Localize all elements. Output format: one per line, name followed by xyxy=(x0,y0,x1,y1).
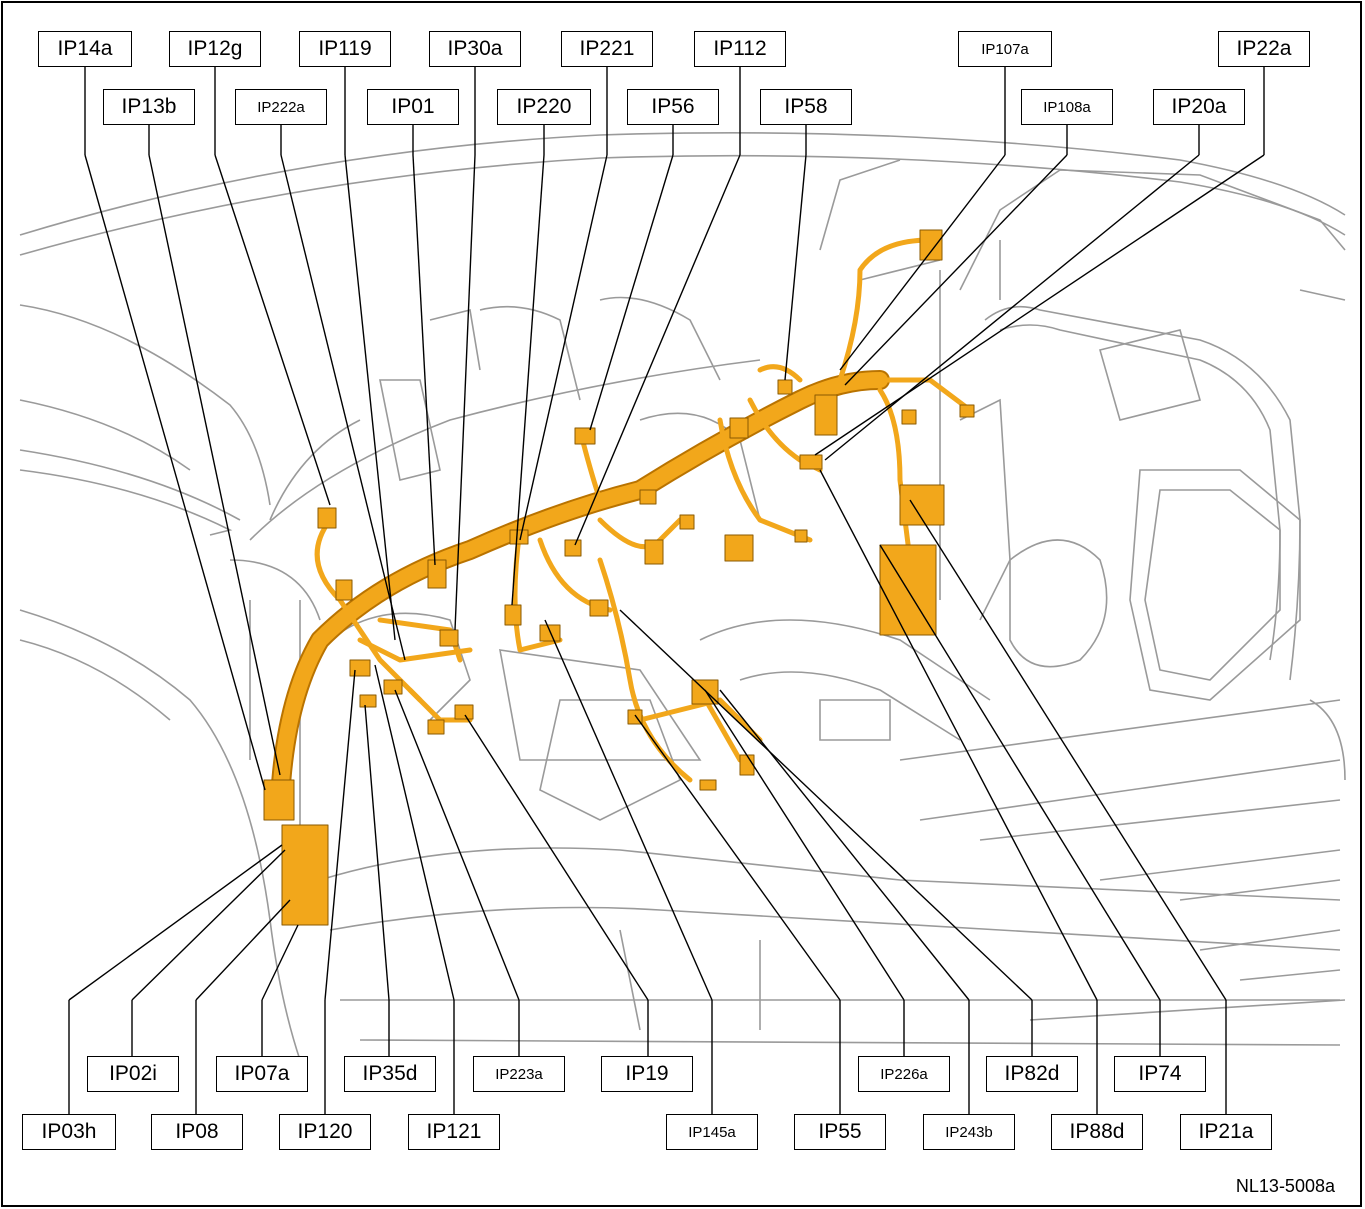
label-ip121: IP121 xyxy=(408,1114,500,1150)
label-ip02i: IP02i xyxy=(87,1056,179,1092)
label-ip30a: IP30a xyxy=(429,31,521,67)
label-ip03h: IP03h xyxy=(22,1114,116,1150)
label-ip21a: IP21a xyxy=(1180,1114,1272,1150)
label-ip07a: IP07a xyxy=(216,1056,308,1092)
label-ip220: IP220 xyxy=(497,89,591,125)
label-ip74: IP74 xyxy=(1114,1056,1206,1092)
label-ip222a: IP222a xyxy=(235,89,327,125)
label-ip82d: IP82d xyxy=(986,1056,1078,1092)
label-ip08: IP08 xyxy=(151,1114,243,1150)
label-ip221: IP221 xyxy=(561,31,653,67)
label-ip14a: IP14a xyxy=(38,31,132,67)
label-ip108a: IP108a xyxy=(1021,89,1113,125)
label-ip243b: IP243b xyxy=(923,1114,1015,1150)
label-ip226a: IP226a xyxy=(858,1056,950,1092)
label-ip223a: IP223a xyxy=(473,1056,565,1092)
label-ip56: IP56 xyxy=(627,89,719,125)
leader-lines xyxy=(68,66,1265,1115)
label-ip13b: IP13b xyxy=(103,89,195,125)
label-ip145a: IP145a xyxy=(666,1114,758,1150)
vehicle-body-outline xyxy=(19,131,1346,1061)
label-ip88d: IP88d xyxy=(1051,1114,1143,1150)
label-ip01: IP01 xyxy=(367,89,459,125)
label-ip12g: IP12g xyxy=(169,31,261,67)
label-ip55: IP55 xyxy=(794,1114,886,1150)
label-ip58: IP58 xyxy=(760,89,852,125)
label-ip119: IP119 xyxy=(299,31,391,67)
label-ip35d: IP35d xyxy=(344,1056,436,1092)
label-ip107a: IP107a xyxy=(958,31,1052,67)
label-ip22a: IP22a xyxy=(1218,31,1310,67)
label-ip20a: IP20a xyxy=(1153,89,1245,125)
figure-id: NL13-5008a xyxy=(1235,1176,1335,1196)
label-ip120: IP120 xyxy=(279,1114,371,1150)
label-ip19: IP19 xyxy=(601,1056,693,1092)
label-ip112: IP112 xyxy=(694,31,786,67)
